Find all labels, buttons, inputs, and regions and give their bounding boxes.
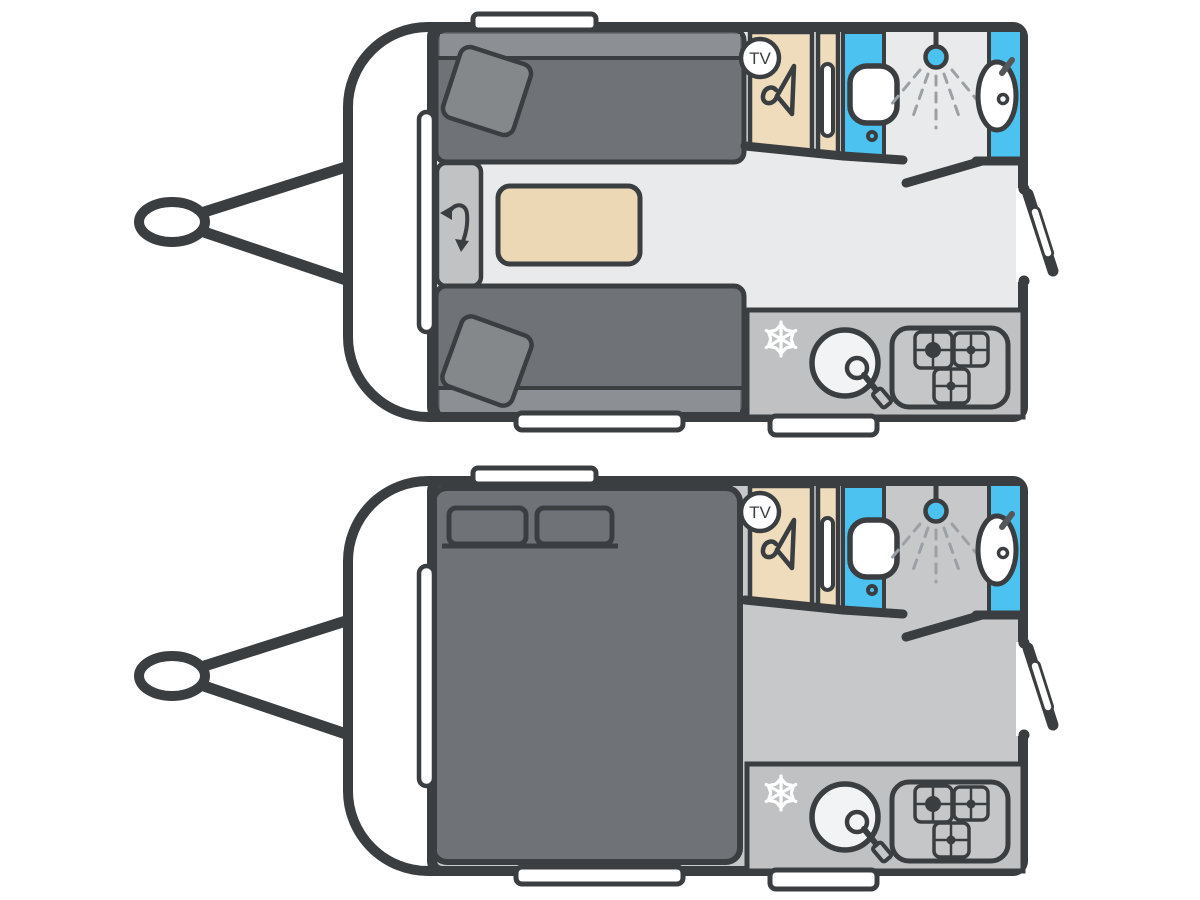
front-window <box>419 112 434 332</box>
swivel-arrow-icon <box>440 203 470 252</box>
side-window <box>516 413 683 430</box>
entry-step <box>770 870 877 889</box>
front-window <box>419 566 434 786</box>
lounge-table <box>495 183 643 267</box>
tv-badge-label: TV <box>749 503 771 522</box>
kitchen-block <box>747 310 1023 417</box>
entry-door-open <box>1016 184 1053 287</box>
hitch-icon <box>139 166 349 281</box>
entry-step <box>770 416 877 435</box>
cushion-pillow <box>440 314 534 408</box>
entry-door-open <box>1016 638 1053 741</box>
cushion-pillow <box>440 44 534 138</box>
hitch-icon <box>139 620 349 735</box>
roof-window <box>473 468 596 484</box>
front-sofa <box>433 27 747 165</box>
side-window <box>516 867 683 884</box>
rear-sofa <box>433 283 747 419</box>
plan-night-layout: TV <box>139 468 1053 889</box>
plan-day-layout: TV <box>139 14 1053 435</box>
kitchen-block <box>747 764 1023 871</box>
tv-badge-label: TV <box>749 49 771 68</box>
double-bed <box>430 485 743 865</box>
roof-window <box>473 14 596 30</box>
swivel-chest <box>434 160 484 289</box>
